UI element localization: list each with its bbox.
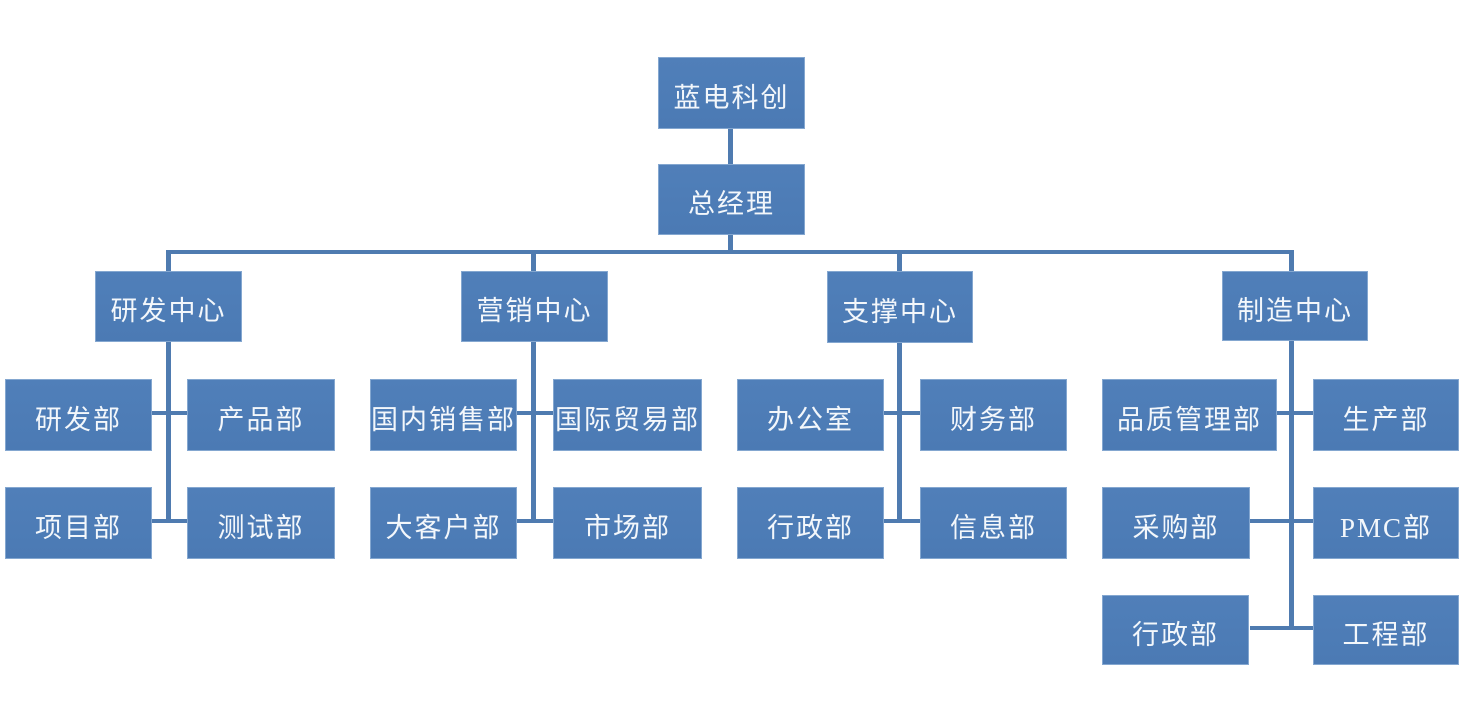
org-node-dept-support-1: 办公室 (737, 379, 884, 451)
org-node-dept-marketing-3: 大客户部 (370, 487, 517, 559)
org-node-dept-rd-1: 研发部 (5, 379, 152, 451)
org-node-label: 制造中心 (1237, 295, 1353, 326)
org-node-dept-marketing-1: 国内销售部 (370, 379, 517, 451)
org-node-dept-support-2: 财务部 (920, 379, 1067, 451)
connector-hline (166, 250, 1294, 254)
org-node-dept-manufacturing-4: PMC部 (1313, 487, 1459, 559)
org-node-label: 蓝电科创 (673, 82, 790, 113)
org-node-label: 财务部 (950, 404, 1037, 435)
org-node-label: 市场部 (584, 512, 671, 543)
connector-gm-to-hline (728, 234, 733, 252)
org-node-center-support: 支撑中心 (827, 271, 973, 343)
org-node-label: 品质管理部 (1117, 404, 1262, 435)
connector-trunk-manufacturing (1289, 341, 1294, 630)
connector-stub-support-row2 (883, 519, 920, 523)
org-node-label: 国际贸易部 (555, 404, 700, 435)
connector-drop-rd-center (166, 250, 171, 272)
org-node-label: 国内销售部 (371, 404, 516, 435)
connector-stub-marketing-row2 (517, 519, 553, 523)
org-node-label: 研发部 (35, 404, 122, 435)
org-node-label: 支撑中心 (842, 296, 958, 327)
org-node-label: 大客户部 (385, 512, 502, 543)
org-node-label: 办公室 (767, 404, 854, 435)
org-node-label: 生产部 (1342, 404, 1430, 435)
connector-stub-manufacturing-row2 (1250, 519, 1313, 523)
connector-trunk-support (897, 342, 902, 523)
connector-root-to-gm (728, 128, 733, 166)
org-node-label: 行政部 (1132, 619, 1219, 650)
org-node-dept-rd-4: 测试部 (187, 487, 335, 559)
org-node-company: 蓝电科创 (658, 57, 805, 129)
org-node-label: 工程部 (1342, 619, 1430, 650)
connector-stub-manufacturing-row1 (1277, 411, 1313, 415)
org-node-label: 测试部 (217, 512, 305, 543)
org-node-label: 研发中心 (110, 296, 227, 326)
org-node-label: 总经理 (688, 189, 775, 219)
connector-stub-rd-row2 (152, 519, 187, 523)
connector-drop-support-center (897, 250, 902, 272)
connector-trunk-rd (166, 342, 171, 523)
org-node-center-marketing: 营销中心 (461, 271, 608, 342)
connector-trunk-marketing (531, 342, 536, 523)
org-node-dept-marketing-2: 国际贸易部 (553, 379, 702, 451)
org-node-center-manufacturing: 制造中心 (1222, 271, 1368, 341)
org-node-dept-support-4: 信息部 (920, 487, 1067, 559)
org-node-dept-marketing-4: 市场部 (553, 487, 702, 559)
org-node-label: 营销中心 (476, 296, 593, 326)
connector-stub-rd-row1 (152, 411, 187, 415)
org-node-dept-rd-2: 产品部 (187, 379, 335, 451)
org-node-label: 信息部 (950, 512, 1037, 543)
org-node-dept-manufacturing-6: 工程部 (1313, 595, 1459, 665)
org-node-label: PMC部 (1339, 512, 1433, 543)
connector-stub-manufacturing-row3 (1250, 626, 1313, 630)
org-node-dept-manufacturing-5: 行政部 (1102, 595, 1249, 665)
org-node-label: 采购部 (1132, 512, 1220, 543)
org-node-dept-manufacturing-3: 采购部 (1102, 487, 1250, 559)
org-node-label: 项目部 (35, 512, 122, 543)
org-node-center-rd: 研发中心 (95, 271, 242, 342)
connector-drop-marketing-center (531, 250, 536, 272)
org-node-dept-manufacturing-1: 品质管理部 (1102, 379, 1277, 451)
org-node-dept-manufacturing-2: 生产部 (1313, 379, 1459, 451)
org-node-general-manager: 总经理 (658, 164, 805, 235)
org-node-dept-rd-3: 项目部 (5, 487, 152, 559)
org-node-label: 产品部 (217, 404, 305, 435)
connector-drop-manufacturing-center (1289, 250, 1294, 272)
connector-stub-marketing-row1 (517, 411, 553, 415)
org-node-label: 行政部 (767, 512, 854, 543)
org-node-dept-support-3: 行政部 (737, 487, 884, 559)
connector-stub-support-row1 (883, 411, 920, 415)
